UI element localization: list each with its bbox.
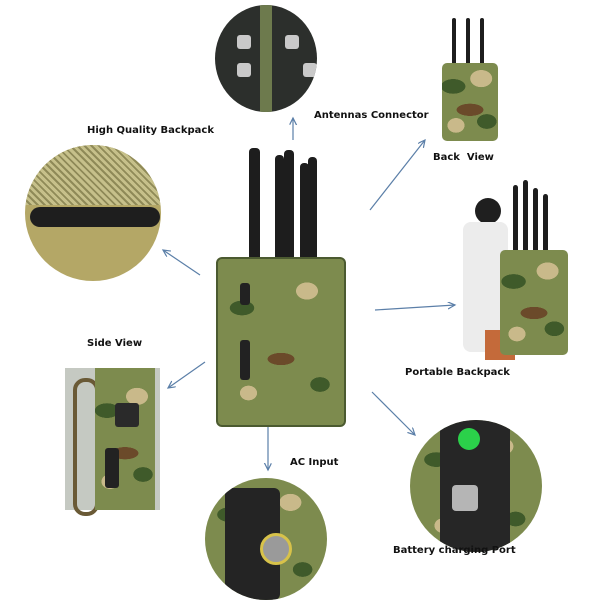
label-portable-backpack: Portable Backpack (405, 367, 510, 378)
ac-input-photo (205, 478, 327, 600)
backpack-handle-photo (25, 145, 161, 281)
label-antennas-connector: Antennas Connector (314, 110, 429, 121)
portable-backpack-photo (455, 180, 570, 360)
arrow-battery (371, 391, 415, 435)
arrow-side-view (168, 361, 206, 388)
power-button-icon (458, 428, 480, 450)
connector-icon (303, 63, 317, 77)
arrow-high-quality (163, 250, 201, 276)
arrow-back-view (369, 140, 425, 211)
antennas-connector-photo (215, 5, 317, 112)
charging-port-icon (452, 485, 478, 511)
label-ac-input: AC Input (290, 457, 339, 468)
arrow-portable (374, 305, 455, 311)
label-back-view: Back View (433, 152, 494, 163)
ac-connector-icon (260, 533, 292, 565)
connector-icon (285, 35, 299, 49)
side-view-photo (65, 368, 160, 516)
jammer-backpack (212, 145, 350, 430)
connector-icon (237, 63, 251, 77)
label-battery-charging-port: Battery charging Port (393, 545, 516, 556)
label-side-view: Side View (87, 338, 143, 349)
back-view-photo (440, 18, 502, 142)
label-high-quality-backpack: High Quality Backpack (87, 125, 214, 136)
connector-icon (237, 35, 251, 49)
battery-port-photo (410, 420, 542, 552)
handle (30, 207, 160, 227)
